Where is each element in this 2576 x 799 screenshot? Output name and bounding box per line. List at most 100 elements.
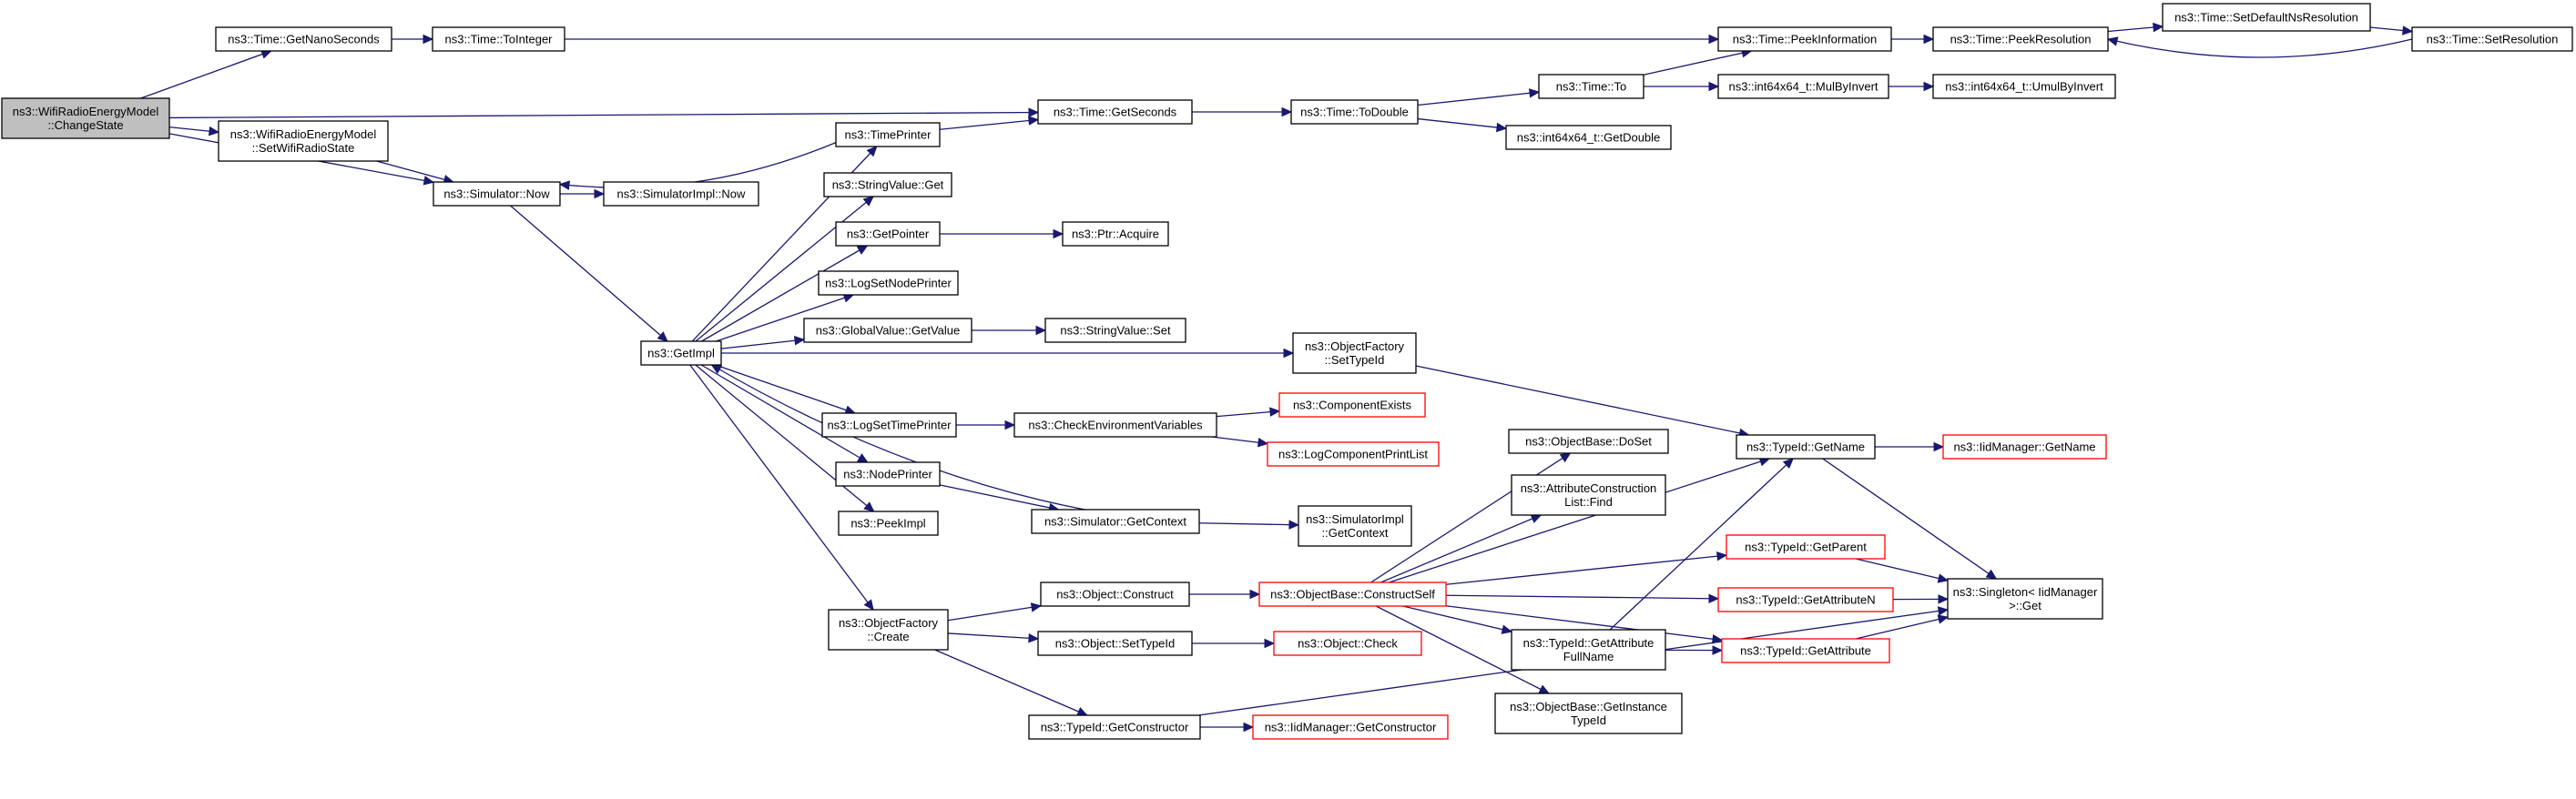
call-edges — [140, 22, 2414, 733]
node-getImpl[interactable]: ns3::GetImpl — [640, 340, 722, 366]
node-label: ns3::ObjectBase::DoSet — [1525, 435, 1652, 449]
node-peekImpl[interactable]: ns3::PeekImpl — [838, 511, 939, 536]
arrowhead-ofCreate-to-objectConstruct — [1030, 602, 1043, 612]
node-typeIdGetName[interactable]: ns3::TypeId::GetName — [1736, 434, 1876, 460]
arrowhead-getImpl-to-getPointer — [856, 245, 869, 255]
node-box — [1258, 582, 1447, 607]
edge-root-to-getNanoSeconds — [140, 50, 271, 99]
arrowhead-typeIdGetName-to-singletonGet — [1985, 569, 1998, 580]
edge-ofCreate-to-typeIdGetConstructor — [934, 649, 1088, 716]
node-label: ns3::TypeId::GetAttribute — [1740, 644, 1871, 658]
node-getPointer[interactable]: ns3::GetPointer — [835, 221, 941, 247]
node-label: ::ChangeState — [47, 118, 123, 132]
node-typeIdGetAttribute[interactable]: ns3::TypeId::GetAttribute — [1721, 638, 1890, 663]
node-peekInformation[interactable]: ns3::Time::PeekInformation — [1717, 26, 1892, 52]
node-stringValueSet[interactable]: ns3::StringValue::Set — [1044, 318, 1186, 343]
node-simNow[interactable]: ns3::Simulator::Now — [433, 181, 561, 207]
arrowhead-logSetTimePrinter-to-checkEnvVars — [1004, 420, 1016, 430]
node-label: ns3::Object::Construct — [1056, 588, 1174, 602]
node-nodePrinter[interactable]: ns3::NodePrinter — [835, 461, 941, 487]
node-objectSetTypeId[interactable]: ns3::Object::SetTypeId — [1037, 631, 1193, 656]
node-box — [1942, 434, 2107, 460]
node-timePrinter[interactable]: ns3::TimePrinter — [835, 122, 941, 147]
node-stringValueGet[interactable]: ns3::StringValue::Get — [823, 172, 952, 197]
arrowhead-setDefaultNsRes-to-setResolution — [2402, 25, 2414, 35]
node-box — [2411, 26, 2573, 52]
node-simGetContext[interactable]: ns3::Simulator::GetContext — [1031, 509, 1200, 534]
node-logComponentPrintList[interactable]: ns3::LogComponentPrintList — [1267, 441, 1440, 467]
node-box — [1037, 99, 1193, 125]
edge-getImpl-to-getPointer — [701, 245, 868, 342]
arrowhead-globalValueGetValue-to-stringValueSet — [1035, 325, 1047, 336]
arrowhead-simNow-to-simImplNow — [594, 188, 606, 199]
node-simImplGetContext[interactable]: ns3::SimulatorImpl::GetContext — [1298, 505, 1412, 547]
node-label: ns3::ObjectBase::ConstructSelf — [1270, 588, 1435, 602]
node-globalValueGetValue[interactable]: ns3::GlobalValue::GetValue — [803, 318, 972, 343]
node-typeIdGetParent[interactable]: ns3::TypeId::GetParent — [1726, 534, 1886, 560]
node-box — [1494, 693, 1683, 734]
arrowhead-typeIdGetAttribute-to-singletonGet — [1937, 614, 1950, 624]
arrowhead-simNow-to-getImpl — [657, 331, 668, 342]
node-label: ns3::PeekImpl — [850, 517, 925, 531]
node-box — [1044, 318, 1186, 343]
arrowhead-toInteger-to-peekInformation — [1708, 34, 1720, 45]
node-typeIdGetAttributeN[interactable]: ns3::TypeId::GetAttributeN — [1717, 587, 1894, 612]
node-umulByInvert[interactable]: ns3::int64x64_t::UmulByInvert — [1932, 74, 2116, 99]
arrowhead-getImpl-to-stringValueGet — [862, 196, 874, 207]
node-ptrAcquire[interactable]: ns3::Ptr::Acquire — [1062, 221, 1169, 247]
edge-simNow-to-getImpl — [510, 205, 668, 342]
node-typeIdGetConstructor[interactable]: ns3::TypeId::GetConstructor — [1028, 714, 1201, 740]
node-getDouble[interactable]: ns3::int64x64_t::GetDouble — [1505, 125, 1672, 150]
node-getSeconds[interactable]: ns3::Time::GetSeconds — [1037, 99, 1193, 125]
node-objectConstruct[interactable]: ns3::Object::Construct — [1040, 582, 1190, 607]
node-label: ns3::Time::PeekInformation — [1733, 33, 1877, 46]
node-ofSetTypeId[interactable]: ns3::ObjectFactory::SetTypeId — [1292, 332, 1417, 374]
node-box — [1932, 74, 2116, 99]
node-label: ns3::StringValue::Set — [1060, 324, 1171, 338]
call-nodes: ns3::WifiRadioEnergyModel::ChangeStatens… — [1, 3, 2573, 740]
node-objectBaseDoSet[interactable]: ns3::ObjectBase::DoSet — [1508, 429, 1669, 454]
edge-setResolution-to-peekResolution — [2107, 38, 2413, 58]
node-iidGetName[interactable]: ns3::IidManager::GetName — [1942, 434, 2107, 460]
node-box — [1947, 578, 2103, 620]
node-setDefaultNsRes[interactable]: ns3::Time::SetDefaultNsResolution — [2162, 3, 2371, 32]
node-peekResolution[interactable]: ns3::Time::PeekResolution — [1932, 26, 2109, 52]
edge-timePrinter-to-getSeconds — [939, 118, 1039, 130]
arrowhead-peekInformation-to-peekResolution — [1923, 34, 1935, 45]
node-logSetNodePrinter[interactable]: ns3::LogSetNodePrinter — [818, 270, 959, 296]
node-checkEnvVars[interactable]: ns3::CheckEnvironmentVariables — [1013, 412, 1217, 438]
node-setWifiRadioState[interactable]: ns3::WifiRadioEnergyModel::SetWifiRadioS… — [218, 120, 389, 162]
node-mulByInvert[interactable]: ns3::int64x64_t::MulByInvert — [1717, 74, 1889, 99]
node-label: ns3::NodePrinter — [843, 468, 932, 481]
node-logSetTimePrinter[interactable]: ns3::LogSetTimePrinter — [821, 412, 957, 438]
node-singletonGet[interactable]: ns3::Singleton< IidManager >::Get — [1947, 578, 2103, 620]
edge-typeIdGetAttrFullName-to-typeIdGetName — [1609, 458, 1794, 631]
node-getNanoSeconds[interactable]: ns3::Time::GetNanoSeconds — [215, 26, 392, 52]
node-iidGetConstructor[interactable]: ns3::IidManager::GetConstructor — [1252, 714, 1449, 740]
node-objectCheck[interactable]: ns3::Object::Check — [1273, 631, 1422, 656]
node-label: ns3::Time::PeekResolution — [1950, 33, 2092, 46]
node-toDouble[interactable]: ns3::Time::ToDouble — [1290, 99, 1419, 125]
node-componentExists[interactable]: ns3::ComponentExists — [1278, 392, 1426, 418]
node-label: >::Get — [2009, 599, 2041, 612]
arrowhead-checkEnvVars-to-componentExists — [1269, 407, 1281, 417]
arrowhead-constructSelf-to-typeIdGetParent — [1716, 551, 1728, 561]
node-toInteger[interactable]: ns3::Time::ToInteger — [432, 26, 565, 52]
node-constructSelf[interactable]: ns3::ObjectBase::ConstructSelf — [1258, 582, 1447, 607]
node-timeTo[interactable]: ns3::Time::To — [1538, 74, 1644, 99]
arrowhead-typeIdGetConstructor-to-iidGetConstructor — [1243, 722, 1255, 733]
node-box — [1505, 125, 1672, 150]
arrowhead-peekResolution-to-setDefaultNsRes — [2153, 22, 2164, 33]
node-root[interactable]: ns3::WifiRadioEnergyModel::ChangeState — [1, 97, 170, 139]
node-box — [2162, 3, 2371, 32]
arrowhead-setResolution-to-peekResolution — [2106, 36, 2119, 46]
arrowhead-getNanoSeconds-to-toInteger — [423, 34, 434, 45]
node-label: ns3::WifiRadioEnergyModel — [13, 105, 159, 118]
node-simImplNow[interactable]: ns3::SimulatorImpl::Now — [603, 181, 759, 207]
node-label: ns3::TimePrinter — [845, 128, 932, 142]
node-setResolution[interactable]: ns3::Time::SetResolution — [2411, 26, 2573, 52]
node-ofCreate[interactable]: ns3::ObjectFactory::Create — [828, 609, 949, 651]
